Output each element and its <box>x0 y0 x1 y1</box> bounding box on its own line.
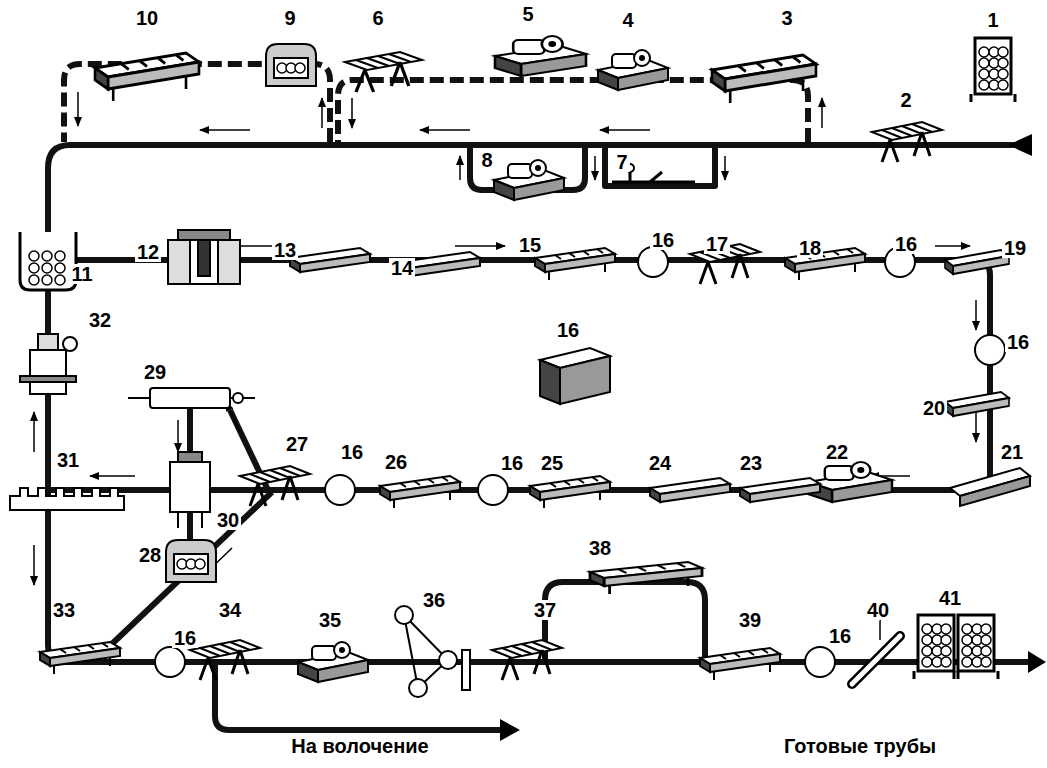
callout-number: 27 <box>284 434 310 454</box>
callout-number: 5 <box>520 4 535 24</box>
callout-number: 4 <box>620 10 635 30</box>
callout-number: 36 <box>421 590 447 610</box>
equipment-icons <box>10 36 1030 697</box>
callout-number: 2 <box>898 90 913 110</box>
callout-number: 1 <box>985 10 1000 30</box>
callout-number: 25 <box>539 453 565 473</box>
callout-number: 34 <box>217 600 243 620</box>
callout-number: 22 <box>824 442 850 462</box>
callout-number: 15 <box>517 235 543 255</box>
callout-number: 16 <box>893 234 919 254</box>
callout-number: 39 <box>737 610 763 630</box>
callout-number: 3 <box>779 8 794 28</box>
callout-number: 35 <box>317 610 343 630</box>
callout-number: 16 <box>499 453 525 473</box>
callout-number: 11 <box>69 264 94 284</box>
callout-number: 30 <box>215 510 241 530</box>
callout-number: 7 <box>614 152 629 172</box>
callout-number: 8 <box>479 150 494 170</box>
callout-number: 16 <box>339 442 365 462</box>
callout-number: 40 <box>865 600 891 620</box>
callout-number: 29 <box>142 362 168 382</box>
callout-number: 16 <box>827 626 853 646</box>
callout-number: 26 <box>383 452 409 472</box>
callout-number: 16 <box>172 628 198 648</box>
callout-number: 12 <box>135 242 161 262</box>
callout-number: 24 <box>647 453 673 473</box>
callout-number: 33 <box>51 600 77 620</box>
callout-number: 32 <box>87 310 113 330</box>
callout-number: 37 <box>532 600 558 620</box>
callout-number: 21 <box>999 442 1025 462</box>
callout-number: 23 <box>738 453 764 473</box>
callout-number: 9 <box>282 8 297 28</box>
callout-number: 18 <box>797 238 823 258</box>
callout-number: 6 <box>370 8 385 28</box>
callout-number: 16 <box>650 230 676 250</box>
callout-number: 28 <box>137 545 163 565</box>
callout-number: 13 <box>272 240 298 260</box>
callout-number: 20 <box>921 398 947 418</box>
callout-number: 31 <box>55 450 81 470</box>
callout-number: 41 <box>937 588 963 608</box>
callout-number: 16 <box>1005 332 1031 352</box>
flow-label: Готовые трубы <box>782 736 938 756</box>
callout-number: 14 <box>389 258 415 278</box>
callout-number: 19 <box>1002 238 1028 258</box>
callout-number: 17 <box>704 234 730 254</box>
callout-number: 10 <box>134 8 160 28</box>
flow-label: На волочение <box>289 736 430 756</box>
callout-number: 16 <box>555 320 581 340</box>
callout-number: 38 <box>587 538 613 558</box>
